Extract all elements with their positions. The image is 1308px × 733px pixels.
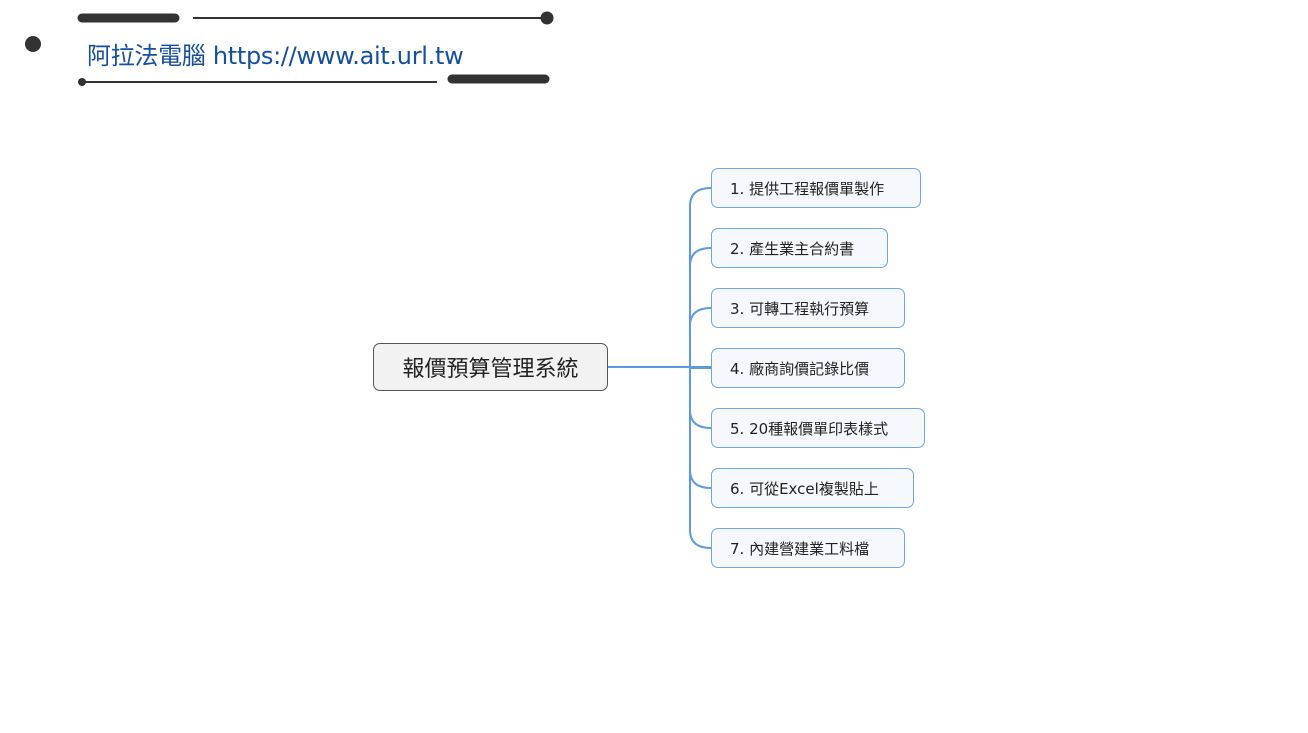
branch-node-6[interactable]: 6. 可從Excel複製貼上 xyxy=(711,468,914,508)
branch-label: 6. 可從Excel複製貼上 xyxy=(730,479,879,498)
branch-connector-6 xyxy=(689,469,712,489)
mindmap-root-label: 報價預算管理系統 xyxy=(402,357,579,382)
branch-connector-5 xyxy=(689,409,712,429)
branch-label: 4. 廠商詢價記錄比價 xyxy=(730,359,870,378)
branch-label: 3. 可轉工程執行預算 xyxy=(730,299,870,318)
branch-connector-7 xyxy=(689,529,712,549)
branch-label: 7. 內建營建業工料檔 xyxy=(730,539,870,558)
bullet-dot-icon xyxy=(25,36,41,52)
branch-node-5[interactable]: 5. 20種報價單印表樣式 xyxy=(711,408,925,448)
mindmap-root-node[interactable]: 報價預算管理系統 xyxy=(373,343,608,391)
branch-connector-3 xyxy=(689,307,712,327)
branch-node-4[interactable]: 4. 廠商詢價記錄比價 xyxy=(711,348,905,388)
branch-node-2[interactable]: 2. 產生業主合約書 xyxy=(711,228,888,268)
branch-label: 1. 提供工程報價單製作 xyxy=(730,179,885,198)
branch-connector-2 xyxy=(689,247,712,267)
branch-connector-1 xyxy=(689,187,712,207)
branch-label: 2. 產生業主合約書 xyxy=(730,239,855,258)
branch-label: 5. 20種報價單印表樣式 xyxy=(730,419,889,438)
site-title[interactable]: 阿拉法電腦 https://www.ait.url.tw xyxy=(87,42,464,70)
deco-end-dot-top xyxy=(540,11,554,25)
branch-node-7[interactable]: 7. 內建營建業工料檔 xyxy=(711,528,905,568)
branch-node-1[interactable]: 1. 提供工程報價單製作 xyxy=(711,168,921,208)
branch-node-3[interactable]: 3. 可轉工程執行預算 xyxy=(711,288,905,328)
